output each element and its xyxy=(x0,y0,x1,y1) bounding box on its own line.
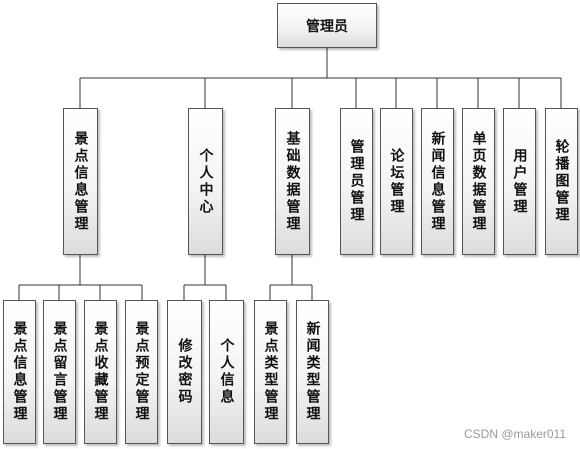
node-label: 景点类型管理 xyxy=(262,321,279,423)
node-personal-center: 个人中心 xyxy=(188,108,223,255)
node-change-password: 修改密码 xyxy=(167,300,202,444)
node-label: 管理员管理 xyxy=(348,139,365,224)
node-label: 单页数据管理 xyxy=(470,130,487,233)
node-label: 轮播图管理 xyxy=(553,139,570,224)
node-label: 景点预定管理 xyxy=(133,321,150,423)
node-scenic-type-management: 景点类型管理 xyxy=(254,300,287,444)
node-admin-management: 管理员管理 xyxy=(340,108,373,255)
node-root-admin: 管理员 xyxy=(277,3,377,48)
node-user-management: 用户管理 xyxy=(503,108,536,255)
node-label: 论坛管理 xyxy=(388,147,405,216)
node-scenic-info-management-sub: 景点信息管理 xyxy=(3,300,36,444)
node-forum-management: 论坛管理 xyxy=(380,108,413,255)
node-label: 景点信息管理 xyxy=(11,321,28,423)
node-news-info-management: 新闻信息管理 xyxy=(421,108,454,255)
watermark: CSDN @maker011 xyxy=(464,427,566,441)
node-label: 景点信息管理 xyxy=(72,130,89,233)
node-label: 新闻类型管理 xyxy=(304,321,321,423)
node-label: 修改密码 xyxy=(176,338,193,406)
node-single-page-data-management: 单页数据管理 xyxy=(462,108,495,255)
node-personal-info: 个人信息 xyxy=(209,300,244,444)
node-carousel-management: 轮播图管理 xyxy=(545,108,578,255)
node-label: 用户管理 xyxy=(511,147,528,216)
node-news-type-management: 新闻类型管理 xyxy=(296,300,329,444)
node-scenic-favorite-management: 景点收藏管理 xyxy=(84,300,117,444)
node-scenic-message-management: 景点留言管理 xyxy=(43,300,76,444)
node-label: 管理员 xyxy=(306,18,348,35)
node-scenic-booking-management: 景点预定管理 xyxy=(125,300,158,444)
node-label: 个人中心 xyxy=(197,147,214,216)
node-label: 个人信息 xyxy=(218,338,235,406)
node-basic-data-management: 基础数据管理 xyxy=(275,108,310,255)
node-label: 基础数据管理 xyxy=(284,130,301,233)
node-label: 景点收藏管理 xyxy=(92,321,109,423)
node-label: 景点留言管理 xyxy=(51,321,68,423)
node-scenic-info-management: 景点信息管理 xyxy=(63,108,98,255)
node-label: 新闻信息管理 xyxy=(429,130,446,233)
